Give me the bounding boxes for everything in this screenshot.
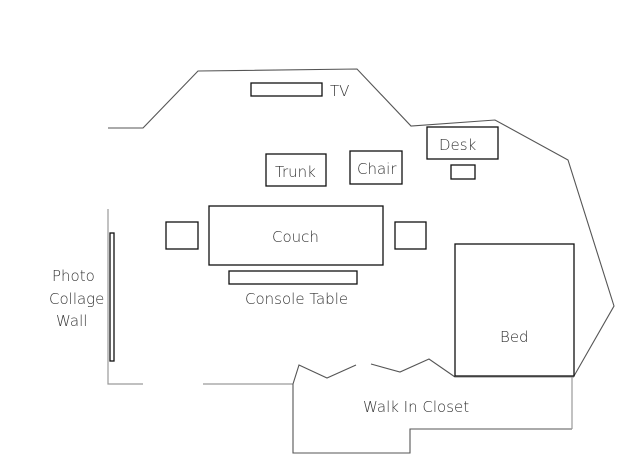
photo-collage-wall — [109, 232, 115, 362]
couch — [208, 205, 384, 266]
end-table-left — [165, 221, 199, 250]
tv-label: TV — [330, 82, 349, 100]
trunk-label: Trunk — [275, 163, 316, 181]
chair — [349, 150, 403, 185]
bed — [454, 243, 575, 377]
console-table-label: Console Table — [245, 290, 348, 308]
closet-door-left — [292, 364, 357, 385]
tv — [250, 82, 323, 97]
desk-label: Desk — [439, 136, 477, 154]
wall-left — [107, 209, 143, 385]
end-table-right — [394, 221, 427, 250]
desk — [426, 126, 499, 160]
couch-label: Couch — [272, 228, 319, 246]
wall-top — [108, 68, 615, 377]
walk-in-closet-label: Walk In Closet — [363, 398, 469, 416]
closet-door-right — [370, 358, 456, 378]
photo-wall-label-line3: Wall — [56, 312, 87, 330]
chair-label: Chair — [357, 160, 397, 178]
trunk — [265, 153, 327, 187]
photo-wall-label-line2: Collage — [49, 290, 104, 308]
photo-wall-label-line1: Photo — [52, 267, 95, 285]
console-table — [228, 270, 358, 285]
desk-chair — [450, 164, 476, 180]
closet-wall — [292, 384, 572, 454]
bed-label: Bed — [500, 328, 529, 346]
